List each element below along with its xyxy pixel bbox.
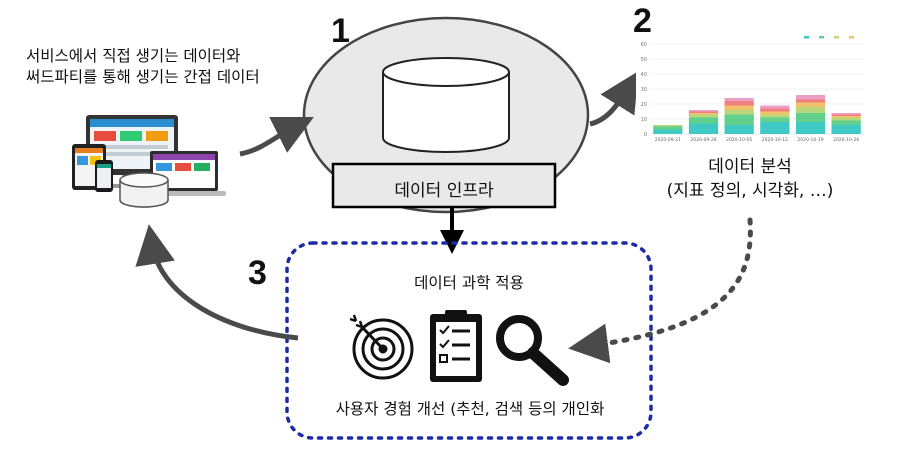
chart-x-tick-label: 2020-09-21 (655, 137, 681, 143)
source-description-line1: 서비스에서 직접 생기는 데이터와 (26, 47, 241, 65)
chart-bar-segment (653, 129, 683, 134)
infra-label: 데이터 인프라 (394, 181, 494, 201)
chart-legend-swatch (849, 36, 854, 39)
chart-bar-segment (653, 126, 683, 130)
arrow-source-to-infra (239, 117, 314, 157)
application-caption: 사용자 경험 개선 (추천, 검색 등의 개인화 (335, 400, 605, 418)
step-number-1: 1 (331, 12, 350, 50)
source-description-line2: 써드파티를 통해 생기는 간접 데이터 (26, 68, 260, 86)
chart-bar-segment (724, 105, 754, 110)
chart-x-tick-label: 2020-10-12 (762, 137, 788, 143)
chart-bar-segment (795, 95, 826, 100)
chart-bar-segment (760, 105, 790, 109)
chart-x-tick-label: 2020-10-19 (797, 137, 823, 143)
analysis-subtitle: (지표 정의, 시각화, …) (666, 181, 834, 201)
infra-label-box (331, 162, 557, 209)
chart-x-tick-label: 2020-10-05 (726, 137, 752, 143)
target-icon (349, 314, 414, 380)
chart-y-tick-label: 50 (641, 57, 647, 63)
chart-bar-segment (831, 113, 861, 115)
chart-bar-segment (795, 122, 826, 134)
analysis-title: 데이터 분석 (708, 157, 792, 177)
chart-legend-swatch (819, 36, 824, 39)
chart-bar-segment (760, 108, 790, 112)
chart-x-tick-label: 2020-10-26 (833, 137, 859, 143)
analysis-chart: 0 10 20 30 40 50 60 2020-09-21 2020-09-28 2020-10… (636, 34, 868, 146)
chart-bar-segment (760, 111, 790, 115)
chart-bar-segment (831, 116, 861, 118)
magnifier-icon (496, 315, 569, 386)
chart-y-tick-label: 0 (644, 132, 647, 138)
chart-grid (650, 43, 864, 135)
chart-bar-segment (795, 99, 826, 103)
chart-y-tick-label: 30 (641, 87, 647, 93)
arrow-analysis-to-application (568, 217, 753, 364)
chart-x-tick-label: 2020-09-28 (690, 137, 716, 143)
chart-bar-segment (795, 102, 826, 107)
chart-bar-segment (831, 117, 861, 121)
chart-bar-segment (831, 125, 861, 134)
chart-bar-segment (795, 113, 826, 122)
chart-ticks: 0 10 20 30 40 50 60 2020-09-21 2020-09-28 2020-10… (641, 42, 860, 143)
arrow-infra-to-analysis (589, 71, 639, 127)
chart-y-tick-label: 40 (641, 72, 647, 78)
chart-y-tick-label: 10 (641, 117, 647, 123)
chart-bars (653, 95, 861, 134)
chart-bar-segment (688, 117, 719, 124)
chart-legend (804, 36, 854, 39)
chart-bar-segment (688, 110, 719, 112)
chart-bar-segment (724, 98, 754, 101)
chart-bar-segment (724, 125, 754, 134)
chart-bar-segment (653, 125, 683, 127)
step-number-3: 3 (248, 254, 267, 292)
step-number-2: 2 (633, 2, 652, 40)
chart-bar-segment (724, 110, 754, 115)
chart-bar-segment (831, 120, 861, 125)
chart-bar-segment (795, 107, 826, 113)
chart-bar-segment (760, 114, 790, 118)
application-title: 데이터 과학 적용 (414, 274, 524, 292)
chart-y-tick-label: 20 (641, 102, 647, 108)
chart-bar-segment (724, 101, 754, 106)
chart-bar-segment (760, 117, 790, 122)
chart-bar-segment (688, 114, 719, 118)
database-icon (382, 57, 510, 153)
chart-y-tick-label: 60 (641, 42, 647, 48)
chart-bar-segment (688, 113, 719, 115)
devices-illustration (72, 115, 226, 208)
chart-bar-segment (760, 122, 790, 134)
chart-legend-swatch (804, 36, 809, 39)
chart-legend-swatch (834, 36, 839, 39)
application-box (285, 241, 653, 440)
chart-bar-segment (831, 114, 861, 116)
arrow-application-to-source (135, 224, 299, 341)
chart-bar-segment (724, 114, 754, 125)
checklist-icon (430, 310, 482, 382)
chart-bar-segment (688, 123, 719, 134)
chart-bar-segment (688, 111, 719, 113)
